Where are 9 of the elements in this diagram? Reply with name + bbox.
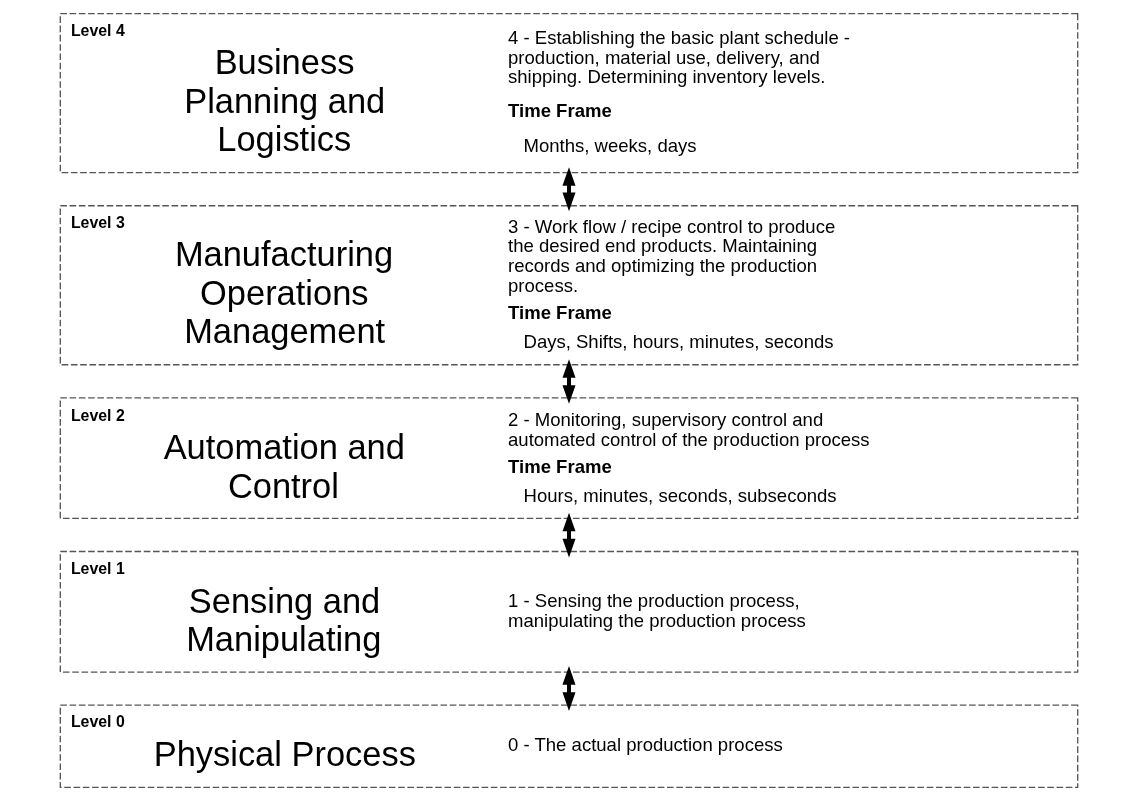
arrow [562,512,576,558]
arrow [562,359,576,404]
node-box: Level 2 Automation and Control 2 - Monitoring, supervisory control and automated control of the production process Time Frame Hours, minutes, seconds, subseconds [59,397,1079,520]
node-box: Level 3 Manufacturing Operations Management 3 - Work flow / recipe control to produce the desired end products. Maintaining records and optimizing the production process. Time Frame Days, Shifts, hours, minutes, seconds [59,205,1079,366]
node-box: Level 0 Physical Process 0 - The actual production process [59,704,1079,788]
arrow [562,167,576,212]
node-box: Level 1 Sensing and Manipulating 1 - Sensing the production process, manipulating the production process [59,550,1079,673]
arrow [562,666,576,711]
node-box: Level 4 Business Planning and Logistics 4 - Establishing the basic plant schedule - production, material use, delivery, and shipping. Determining inventory levels. Time Frame Months, weeks, days [59,13,1079,174]
